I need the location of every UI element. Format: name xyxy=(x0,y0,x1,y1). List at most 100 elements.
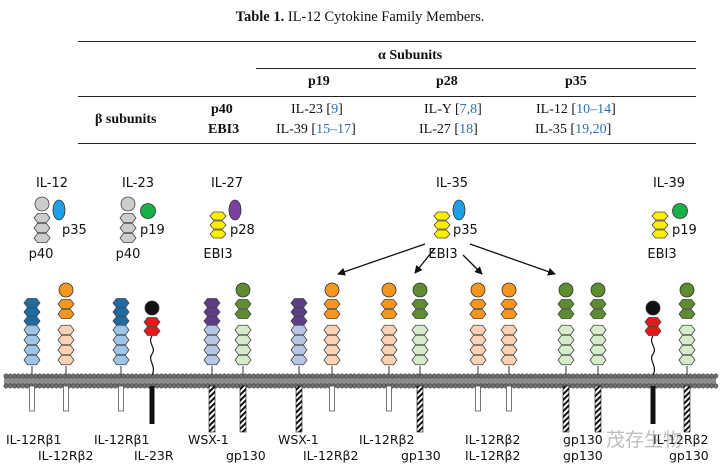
intracellular-tail xyxy=(594,385,602,433)
receptor-domain xyxy=(678,309,696,319)
receptor-chain-gp130 xyxy=(678,282,696,433)
receptor-domain xyxy=(678,299,696,309)
receptor-domain xyxy=(469,334,487,346)
p40-head xyxy=(34,196,50,212)
ebi3-domain xyxy=(651,211,669,221)
receptor-domain xyxy=(469,299,487,309)
receptor-head xyxy=(470,282,486,298)
receptor-domain xyxy=(411,334,429,346)
intracellular-tail xyxy=(239,385,247,433)
receptor-chain-gp130 xyxy=(589,282,607,433)
receptor-label: IL-23R xyxy=(134,448,174,463)
intracellular-tail xyxy=(386,385,392,412)
cytokine-name: IL-39 xyxy=(653,176,685,191)
receptor-label: WSX-1 xyxy=(278,432,319,447)
arrow-to-il12rb2-homodimer xyxy=(462,254,483,275)
beta-subunit-label: p40 xyxy=(116,247,141,262)
receptor-domain xyxy=(380,344,398,356)
col-header-p28: p28 xyxy=(436,74,458,89)
receptor-domain xyxy=(57,299,75,309)
receptor-domain xyxy=(557,354,575,366)
receptor-chain-gp130 xyxy=(557,282,575,433)
receptor-label: IL-12Rβ2 xyxy=(465,448,520,463)
receptor-label: IL-12Rβ2 xyxy=(38,448,93,463)
receptor-domain xyxy=(589,354,607,366)
alpha-subunit-p19 xyxy=(140,203,156,219)
receptor-domain xyxy=(23,298,41,308)
receptor-label: IL-12Rβ1 xyxy=(94,432,149,447)
receptor-domain xyxy=(411,309,429,319)
receptor-label: gp130 xyxy=(563,448,603,463)
receptor-domain xyxy=(557,344,575,356)
intracellular-tail xyxy=(29,385,35,412)
receptor-domain xyxy=(500,344,518,356)
receptor-domain xyxy=(290,344,308,356)
alpha-subunits-header: α Subunits xyxy=(378,48,443,63)
receptor-domain xyxy=(112,307,130,317)
intracellular-tail xyxy=(562,385,570,433)
ebi3-domain xyxy=(209,229,227,239)
ebi3-domain xyxy=(433,229,451,239)
caption-title: IL-12 Cytokine Family Members. xyxy=(287,9,485,25)
receptor-head xyxy=(501,282,517,298)
receptor-domain xyxy=(411,354,429,366)
receptor-domain xyxy=(469,324,487,336)
intracellular-tail xyxy=(475,385,481,412)
receptor-domain xyxy=(678,354,696,366)
receptor-chain-il12rb2 xyxy=(469,282,487,412)
alpha-subunit-p35 xyxy=(452,199,466,221)
receptor-domain xyxy=(380,334,398,346)
receptor-domain xyxy=(57,354,75,366)
intracellular-tail xyxy=(63,385,69,412)
alpha-subunit-p35 xyxy=(52,199,66,221)
receptor-domain xyxy=(589,324,607,336)
arrow-to-gp130-homodimer xyxy=(469,243,556,276)
caption-label: Table 1. xyxy=(235,9,285,25)
receptor-label: IL-12Rβ2 xyxy=(465,432,520,447)
ebi3-domain xyxy=(651,229,669,239)
receptor-head xyxy=(324,282,340,298)
receptor-chain-gp130 xyxy=(411,282,429,433)
table-top-rule xyxy=(78,41,696,42)
receptor-domain xyxy=(234,344,252,356)
receptor-domain xyxy=(469,354,487,366)
receptor-chain-il12rb2 xyxy=(380,282,398,412)
receptor-domain xyxy=(23,307,41,317)
receptor-domain xyxy=(203,307,221,317)
p40-domain xyxy=(119,223,137,233)
beta-subunit-label: EBI3 xyxy=(203,247,232,262)
table-bottom-rule xyxy=(78,143,696,144)
receptor-domain xyxy=(411,324,429,336)
intracellular-tail xyxy=(329,385,335,412)
receptor-label: gp130 xyxy=(669,448,709,463)
receptor-domain xyxy=(290,324,308,336)
cytokine-name: IL-35 xyxy=(436,176,468,191)
p40-domain xyxy=(119,233,137,243)
receptor-domain xyxy=(290,307,308,317)
receptor-label: gp130 xyxy=(563,432,603,447)
cell-membrane xyxy=(3,373,719,389)
intracellular-tail xyxy=(650,386,656,424)
receptor-domain xyxy=(411,344,429,356)
receptor-domain xyxy=(644,326,662,336)
receptor-domain xyxy=(589,344,607,356)
receptor-domain xyxy=(380,324,398,336)
receptor-domain xyxy=(500,354,518,366)
receptor-domain xyxy=(234,299,252,309)
receptor-domain xyxy=(557,299,575,309)
receptor-domain xyxy=(557,309,575,319)
receptor-domain xyxy=(557,324,575,336)
cell-il23: IL-23 [9] xyxy=(291,102,343,117)
receptor-chain-gp130 xyxy=(234,282,252,433)
stalk xyxy=(149,335,155,376)
receptor-domain xyxy=(112,354,130,366)
receptor-domain xyxy=(411,299,429,309)
receptor-head xyxy=(235,282,251,298)
